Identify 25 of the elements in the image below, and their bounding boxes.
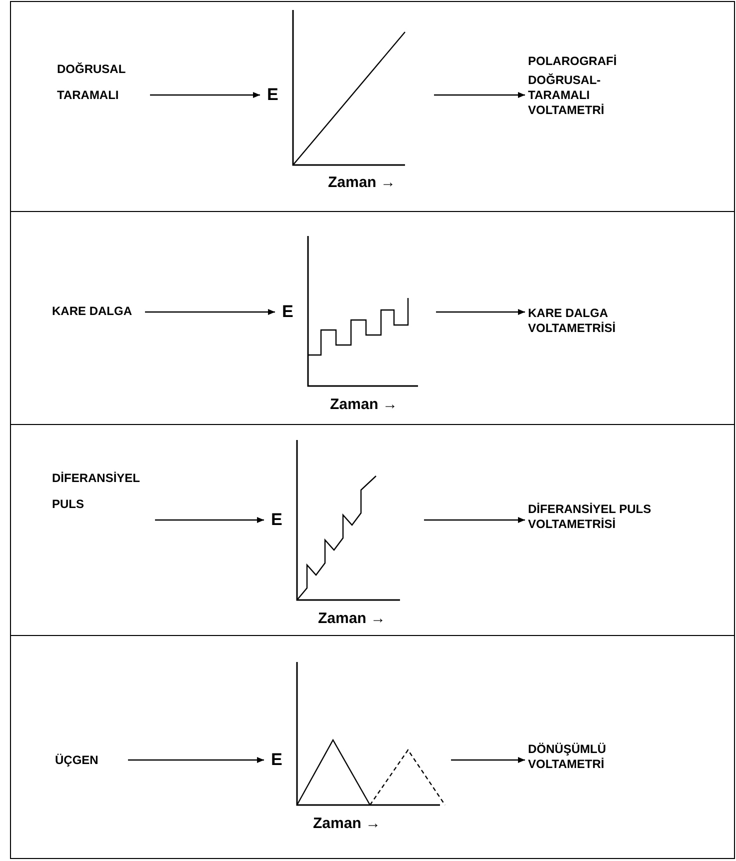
input-label: KARE DALGA xyxy=(52,298,142,324)
arrow xyxy=(145,309,275,315)
arrow xyxy=(436,309,525,315)
arrow xyxy=(434,92,525,98)
axis-label: Zaman → xyxy=(330,396,398,414)
input-label: DOĞRUSAL TARAMALI xyxy=(57,56,147,108)
axis-label: Zaman → xyxy=(318,610,386,628)
input-label: DİFERANSİYEL PULS xyxy=(52,465,152,517)
arrow xyxy=(424,517,525,523)
method-label: DOĞRUSAL-TARAMALI VOLTAMETRİ xyxy=(528,73,606,118)
axis-label: E xyxy=(271,511,282,529)
axis-label: E xyxy=(271,751,282,769)
axis-label: Zaman → xyxy=(313,815,381,833)
method-label: POLAROGRAFİ xyxy=(528,54,618,69)
arrow xyxy=(150,92,260,98)
arrow xyxy=(155,517,264,523)
method-label: KARE DALGA VOLTAMETRİSİ xyxy=(528,306,617,336)
axis-label: E xyxy=(267,86,278,104)
method-label: DİFERANSİYEL PULS VOLTAMETRİSİ xyxy=(528,502,652,532)
axis-label: E xyxy=(282,303,294,321)
input-label: ÜÇGEN xyxy=(55,747,125,773)
axis-label: Zaman → xyxy=(328,174,396,192)
arrow xyxy=(128,757,264,763)
method-label: DÖNÜŞÜMLÜ VOLTAMETRİ xyxy=(528,742,607,772)
arrow xyxy=(451,757,525,763)
